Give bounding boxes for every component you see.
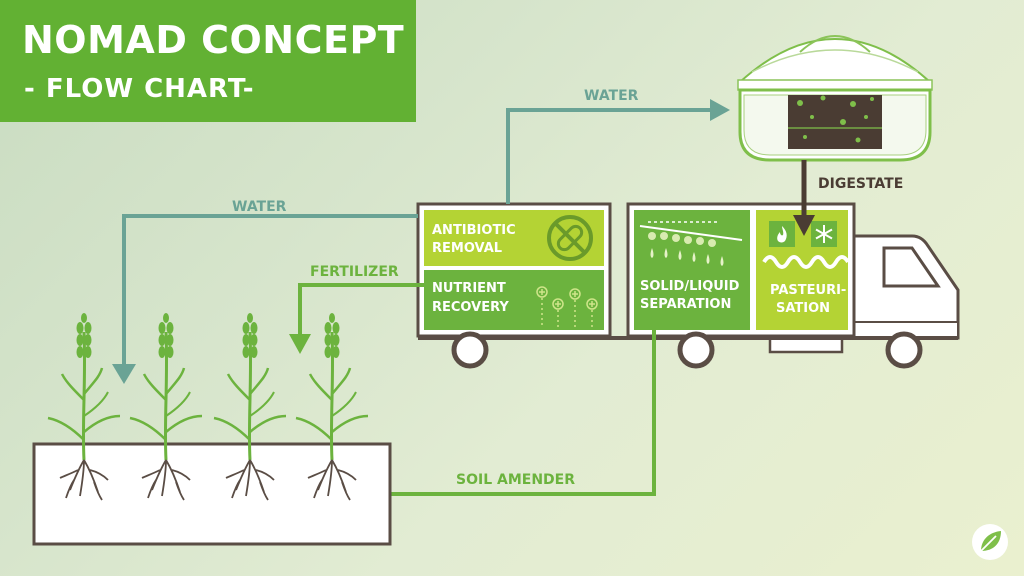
digester-dome <box>737 35 933 162</box>
label-nutrient-recovery: NUTRIENT RECOVERY <box>432 281 509 315</box>
label-separation-line2: SEPARATION <box>640 297 731 312</box>
arrow-water-to-digester <box>506 99 730 204</box>
flow-label-water-top: WATER <box>584 88 639 104</box>
label-solid-liquid-separation: SOLID/LIQUID SEPARATION <box>640 279 740 312</box>
no-pill-icon <box>547 215 593 261</box>
flow-label-digestate: DIGESTATE <box>818 176 903 192</box>
flow-label-soil-amender: SOIL AMENDER <box>456 472 575 488</box>
snowflake-icon <box>811 221 837 247</box>
separator-screw-icon <box>639 221 743 266</box>
truck <box>416 202 960 369</box>
flame-icon <box>769 221 795 247</box>
leaf-logo-icon <box>972 524 1008 560</box>
wheel <box>677 331 715 369</box>
flow-label-fertilizer: FERTILIZER <box>310 264 399 280</box>
soil-bed <box>32 442 392 546</box>
label-antibiotic-line2: REMOVAL <box>432 241 502 256</box>
heating-coil <box>762 255 850 269</box>
wheel <box>885 331 923 369</box>
flow-label-water-left: WATER <box>232 199 287 215</box>
title-banner: NOMAD CONCEPT - FLOW CHART- <box>0 0 416 122</box>
label-pasteurisation: PASTEURI- SATION <box>770 283 846 316</box>
label-separation-line1: SOLID/LIQUID <box>640 279 740 294</box>
label-antibiotic-line1: ANTIBIOTIC <box>432 223 516 238</box>
label-nutrient-line1: NUTRIENT <box>432 281 506 296</box>
arrow-fertilizer-to-plants <box>289 283 424 354</box>
label-antibiotic-removal: ANTIBIOTIC REMOVAL <box>432 223 516 256</box>
wheel <box>451 331 489 369</box>
arrow-water-to-plants <box>112 214 418 384</box>
arrow-digestate-to-truck <box>793 160 815 236</box>
label-pasteurisation-line2: SATION <box>776 301 830 316</box>
page-subtitle: - FLOW CHART- <box>24 74 255 104</box>
page-title: NOMAD CONCEPT <box>22 18 405 62</box>
label-nutrient-line2: RECOVERY <box>432 300 509 315</box>
label-pasteurisation-line1: PASTEURI- <box>770 283 846 298</box>
nutrient-bubbles-icon <box>536 286 598 328</box>
